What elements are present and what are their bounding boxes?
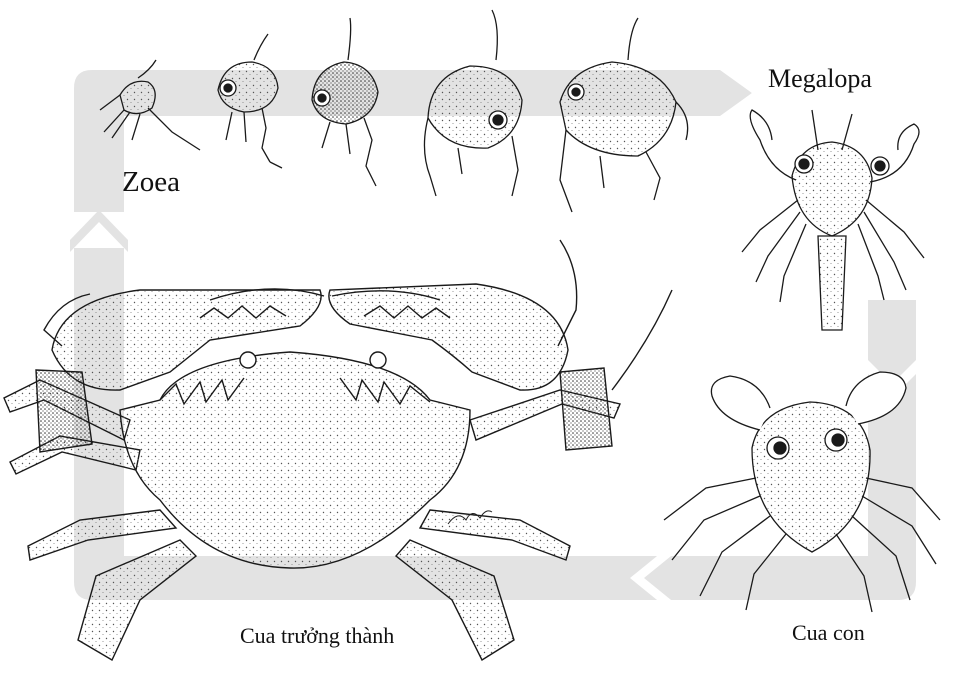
zoea-larva-2: [218, 34, 282, 168]
zoea-larva-5: [560, 18, 688, 212]
label-adult-crab: Cua trưởng thành: [240, 623, 394, 649]
up-arrowhead: [70, 210, 128, 252]
megalopa-larva: [742, 110, 924, 330]
label-zoea: Zoea: [122, 166, 180, 199]
adult-carapace: [120, 352, 470, 568]
label-juvenile-crab: Cua con: [792, 620, 865, 646]
left-arrow-band: [74, 70, 124, 212]
label-megalopa: Megalopa: [768, 64, 872, 94]
zoea-larva-4: [424, 10, 522, 196]
right-arrow-band: [868, 300, 916, 600]
zoea-larva-3: [312, 18, 378, 186]
